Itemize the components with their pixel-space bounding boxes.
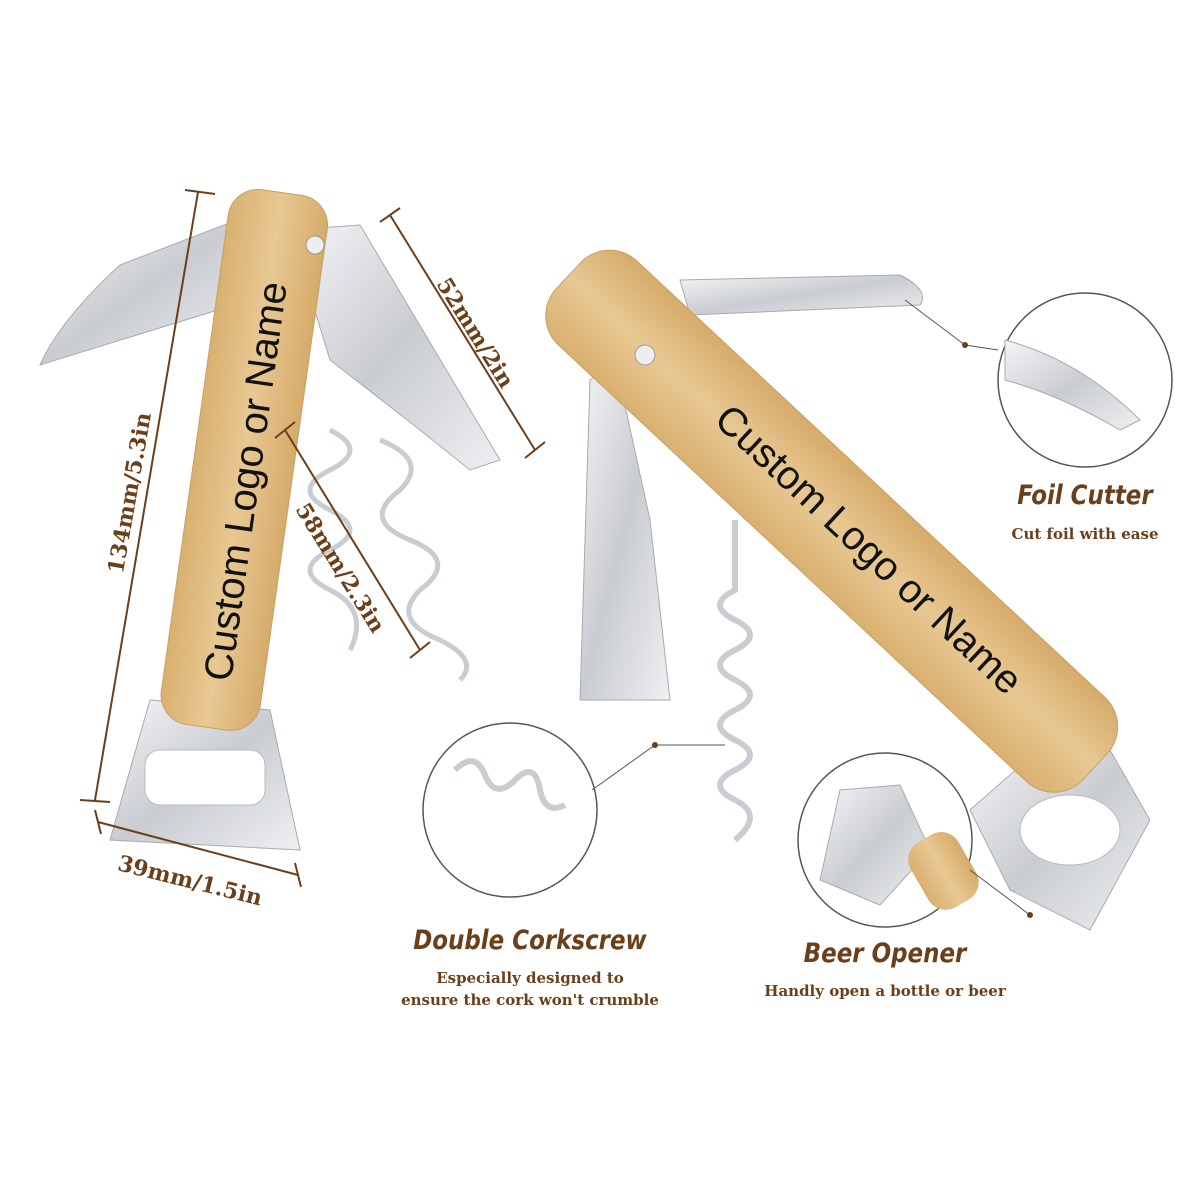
left-knife [39,189,501,851]
feature-callouts [422,292,1173,928]
left-corkscrew [307,427,470,682]
foil-cutter-desc: Cut foil with ease [1011,525,1159,543]
corkscrew-desc-line2: ensure the cork won't crumble [401,991,659,1009]
left-wood-handle [160,189,329,731]
left-lever [289,224,501,471]
foil-cutter-title: Foil Cutter [1017,480,1153,511]
corkscrew-circle [422,722,598,898]
beer-opener-desc: Handly open a bottle or beer [764,982,1006,1000]
beer-opener-title: Beer Opener [803,938,967,969]
right-foil-blade [679,274,923,316]
right-corkscrew [717,520,753,843]
left-foil-blade [39,214,251,366]
corkscrew-desc-line1: Especially designed to [436,969,624,987]
right-wood-handle [545,249,1119,793]
double-corkscrew-title: Double Corkscrew [413,925,647,956]
dimension-lines [79,189,546,888]
right-knife [545,249,1151,931]
